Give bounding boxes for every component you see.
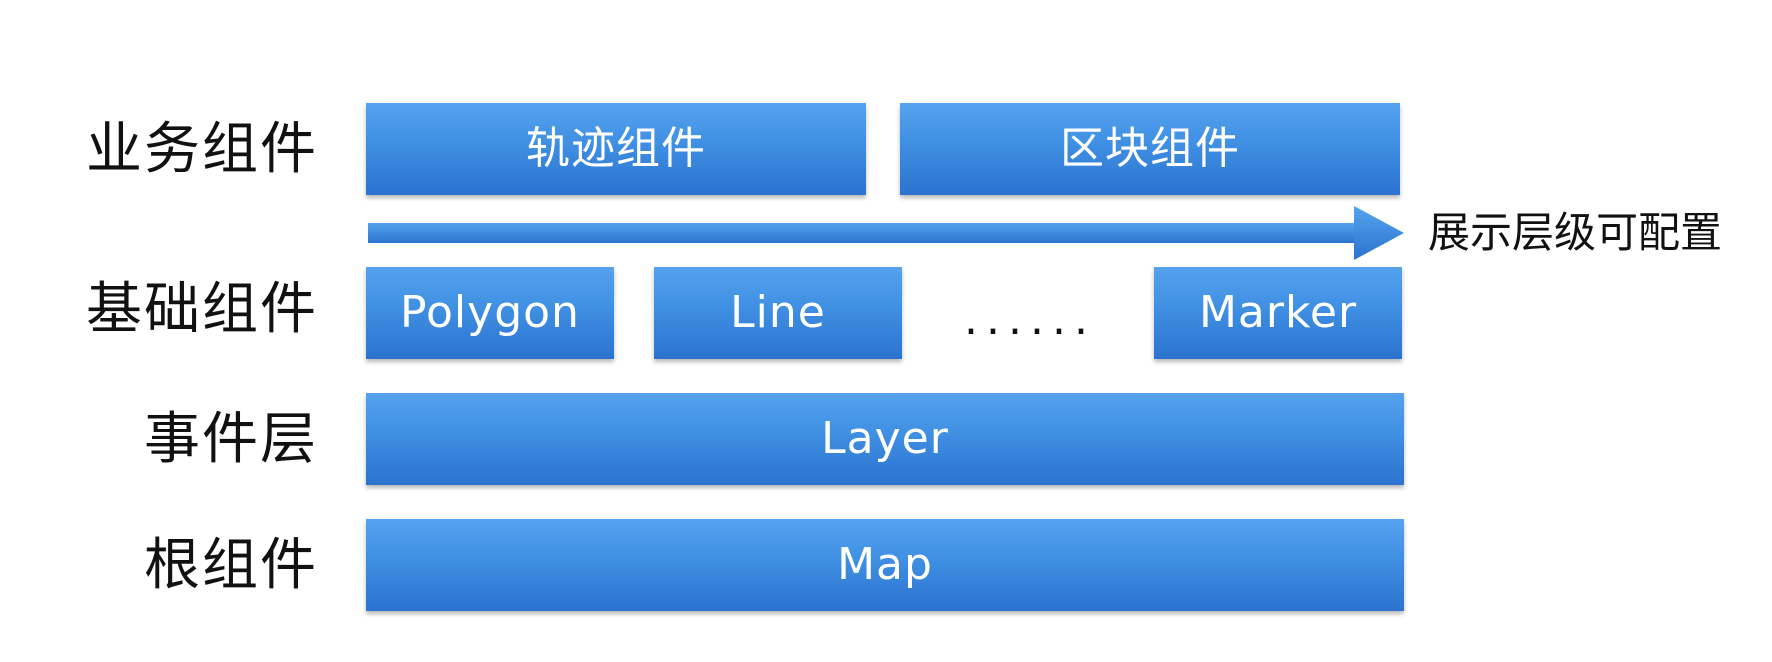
row-label-business: 业务组件 [86, 117, 318, 182]
marker-label: Marker [1198, 287, 1358, 338]
block-component-box: 区块组件 [900, 103, 1400, 195]
marker-box: Marker [1154, 267, 1402, 359]
row-label-root: 根组件 [144, 533, 318, 598]
display-level-arrow [368, 206, 1404, 260]
map-label: Map [837, 539, 933, 590]
row-label-basic: 基础组件 [86, 277, 318, 342]
row-label-event: 事件层 [144, 407, 318, 472]
layer-box: Layer [366, 393, 1404, 485]
line-label: Line [730, 287, 826, 338]
map-box: Map [366, 519, 1404, 611]
polygon-label: Polygon [400, 287, 580, 338]
line-box: Line [654, 267, 902, 359]
track-component-label: 轨迹组件 [526, 123, 706, 174]
block-component-label: 区块组件 [1060, 123, 1240, 174]
arrow-head [1354, 206, 1404, 260]
track-component-box: 轨迹组件 [366, 103, 866, 195]
polygon-box: Polygon [366, 267, 614, 359]
arrow-shaft [368, 223, 1358, 243]
layer-label: Layer [821, 413, 949, 464]
more-components-ellipsis: ...... [964, 294, 1096, 345]
display-level-label: 展示层级可配置 [1428, 208, 1723, 257]
